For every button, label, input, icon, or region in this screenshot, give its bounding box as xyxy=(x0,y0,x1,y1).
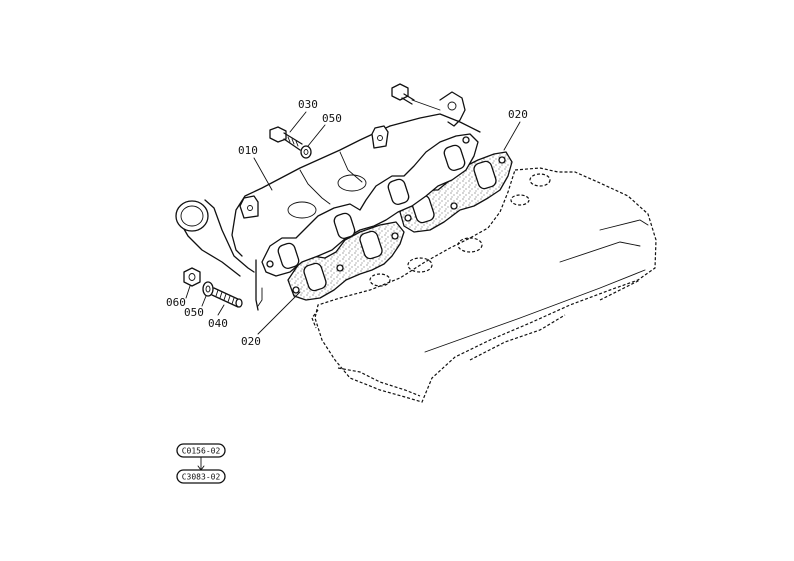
callout-020-top: 020 xyxy=(508,108,528,121)
leader-lines xyxy=(185,111,521,335)
reference-c0156: C0156-02 xyxy=(182,447,221,456)
washer-050-top xyxy=(300,145,312,159)
callout-030: 030 xyxy=(298,98,318,111)
bolt-030 xyxy=(269,126,303,151)
callout-020-bottom: 020 xyxy=(241,335,261,348)
reference-badges: C0156-02 C3083-02 xyxy=(176,443,226,484)
bolt-bracket xyxy=(391,83,441,111)
callout-060: 060 xyxy=(166,296,186,309)
gasket-rear xyxy=(399,151,513,233)
washer-050-bottom xyxy=(202,281,214,297)
manifold-flange xyxy=(261,133,479,277)
callout-040: 040 xyxy=(208,317,228,330)
exhaust-manifold xyxy=(175,91,481,311)
callout-050-top: 050 xyxy=(322,112,342,125)
nut-060 xyxy=(183,267,201,287)
cylinder-head xyxy=(311,167,657,403)
callout-050-bottom: 050 xyxy=(184,306,204,319)
callout-010: 010 xyxy=(238,144,258,157)
reference-c3083: C3083-02 xyxy=(182,473,221,482)
gasket-front xyxy=(287,221,405,301)
stud-040 xyxy=(211,287,243,308)
